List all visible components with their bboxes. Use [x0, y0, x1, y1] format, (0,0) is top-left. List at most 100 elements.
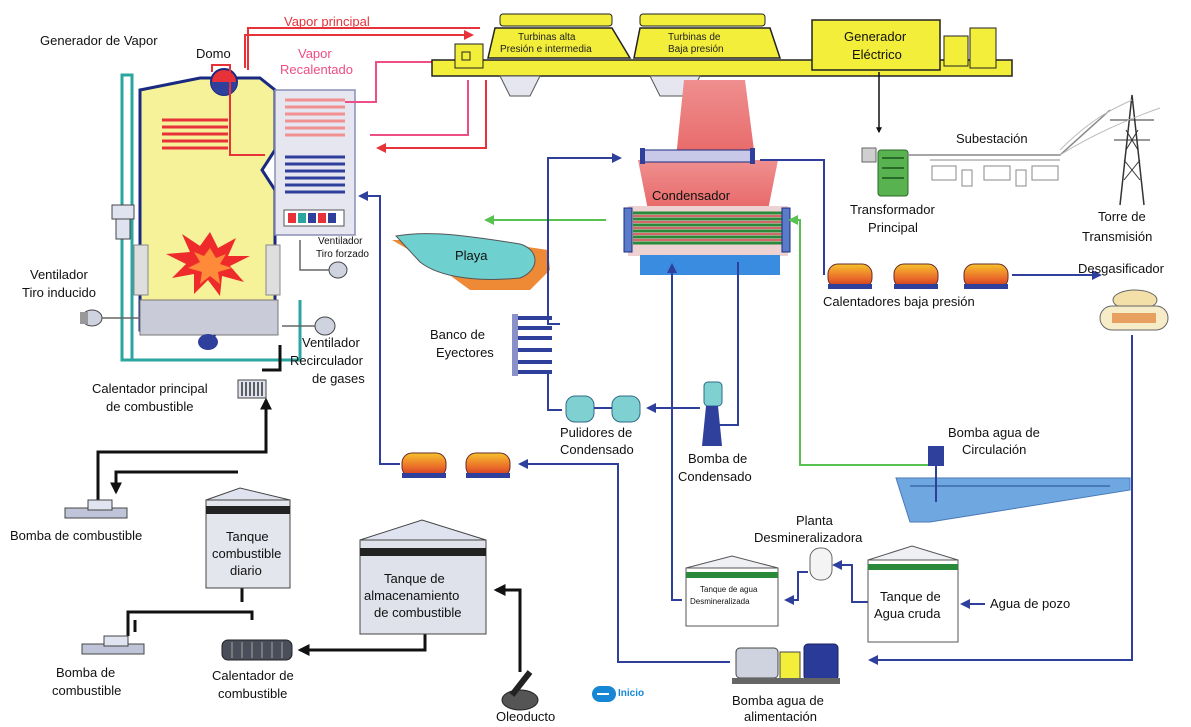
label-feed-pump-1: Bomba agua de — [732, 693, 824, 708]
label-generator-1: Generador — [844, 29, 907, 44]
daily-fuel-tank — [205, 487, 291, 589]
label-recirc-fan-2: Recirculador — [290, 353, 363, 368]
label-demin-plant-1: Planta — [796, 513, 833, 528]
fuel-heater — [221, 639, 293, 661]
fuel-lines — [96, 345, 522, 672]
water-lines — [358, 153, 1133, 665]
pipeline-icon — [501, 670, 539, 711]
superheater-coils — [162, 118, 228, 150]
demineralizer-plant-icon — [809, 547, 833, 581]
lp-turbine — [633, 13, 782, 59]
inicio-button[interactable]: Inicio — [592, 684, 654, 704]
label-feed-pump-2: alimentación — [744, 709, 817, 724]
gas-recirculation-fan-icon — [282, 316, 336, 336]
main-fuel-heater — [237, 379, 267, 399]
condenser — [623, 80, 791, 275]
label-raw-tank-1: Tanque de — [880, 589, 941, 604]
label-ejectors-1: Banco de — [430, 327, 485, 342]
induced-draft-fan-icon — [80, 309, 140, 327]
label-daily-tank-3: diario — [230, 563, 262, 578]
label-vapor-recalentado-1: Vapor — [298, 46, 332, 61]
side-filter-icon — [111, 204, 135, 240]
low-pressure-heaters — [827, 263, 1009, 289]
label-polishers-2: Condensado — [560, 442, 634, 457]
label-daily-tank-1: Tanque — [226, 529, 269, 544]
label-raw-tank-2: Agua cruda — [874, 606, 941, 621]
label-lp-turbine-2: Baja presión — [668, 44, 724, 55]
steam-lines — [211, 27, 487, 156]
label-lp-turbine-1: Turbinas de — [668, 32, 721, 43]
label-forced-draft-1: Ventilador — [318, 236, 363, 247]
forced-draft-fan-icon — [299, 240, 348, 279]
deaerator — [1099, 289, 1169, 331]
label-playa: Playa — [455, 248, 488, 263]
storage-fuel-tank — [359, 519, 487, 635]
label-circ-pump-2: Circulación — [962, 442, 1027, 457]
label-main-fuel-heater-1: Calentador principal — [92, 381, 208, 396]
label-hp-turbine-1: Turbinas alta — [518, 32, 576, 43]
label-tower-1: Torre de — [1098, 209, 1146, 224]
label-demin-tank-2: Desmineralizada — [690, 597, 750, 606]
label-recirc-fan-3: de gases — [312, 371, 365, 386]
transmission-tower-icon — [1059, 94, 1161, 206]
label-fuel-heater-2: combustible — [218, 686, 288, 701]
label-well-water: Agua de pozo — [990, 596, 1071, 611]
feedwater-pump — [732, 643, 840, 684]
label-deaerator: Desgasificador — [1078, 261, 1164, 276]
label-polishers-1: Pulidores de — [560, 425, 633, 440]
label-hp-turbine-2: Presión e intermedia — [500, 44, 592, 55]
label-forced-draft-2: Tiro forzado — [316, 249, 369, 260]
label-ejectors-2: Eyectores — [436, 345, 494, 360]
electric-generator — [811, 19, 997, 134]
condensate-polishers — [565, 395, 641, 423]
domo-drum — [210, 68, 238, 96]
condensate-pump — [702, 381, 723, 446]
label-transformer-1: Transformador — [850, 202, 935, 217]
fuel-pump-bottom-icon — [81, 635, 145, 655]
label-circ-pump-1: Bomba agua de — [948, 425, 1040, 440]
hp-ip-turbine — [454, 13, 632, 69]
label-condensate-pump-1: Bomba de — [688, 451, 748, 466]
label-pipeline: Oleoducto — [496, 709, 556, 724]
label-lp-heaters: Calentadores baja presión — [823, 294, 975, 309]
label-storage-tank-3: de combustible — [374, 605, 462, 620]
substation — [906, 109, 1111, 187]
circulation-pump — [895, 446, 1131, 523]
steam-generator — [120, 73, 302, 362]
label-vapor-recalentado-2: Recalentado — [280, 62, 353, 77]
label-demin-plant-2: Desmineralizadora — [754, 530, 863, 545]
label-fuel-pump-bottom-1: Bomba de — [56, 665, 116, 680]
raw-water-tank — [867, 545, 959, 643]
label-condensate-pump-2: Condensado — [678, 469, 752, 484]
label-induced-draft-1: Ventilador — [30, 267, 88, 282]
label-fuel-pump-bottom-2: combustible — [52, 683, 122, 698]
label-main-fuel-heater-2: de combustible — [106, 399, 194, 414]
label-condenser: Condensador — [652, 188, 731, 203]
main-transformer — [861, 147, 909, 197]
label-domo: Domo — [196, 46, 231, 61]
flame-icon — [166, 232, 250, 296]
high-pressure-heaters — [401, 452, 511, 478]
label-demin-tank-1: Tanque de agua — [700, 585, 758, 594]
label-daily-tank-2: combustible — [212, 546, 282, 561]
convection-section — [274, 89, 356, 236]
ejector-bank — [512, 314, 552, 376]
label-generator-2: Eléctrico — [852, 47, 902, 62]
label-induced-draft-2: Tiro inducido — [22, 285, 96, 300]
label-storage-tank-2: almacenamiento — [364, 588, 460, 603]
cooling-water-lines — [484, 215, 936, 466]
label-fuel-pump-top: Bomba de combustible — [10, 528, 143, 543]
label-transformer-2: Principal — [868, 220, 918, 235]
label-fuel-heater-1: Calentador de — [212, 668, 294, 683]
playa-pond — [392, 233, 550, 290]
inicio-label: Inicio — [618, 688, 645, 699]
label-substation: Subestación — [956, 131, 1028, 146]
label-recirc-fan-1: Ventilador — [302, 335, 360, 350]
label-storage-tank-1: Tanque de — [384, 571, 445, 586]
back-arrow-icon — [592, 686, 616, 702]
fuel-pump-top-icon — [64, 499, 128, 519]
label-tower-2: Transmisión — [1082, 229, 1153, 244]
demineralized-water-tank — [685, 555, 779, 627]
